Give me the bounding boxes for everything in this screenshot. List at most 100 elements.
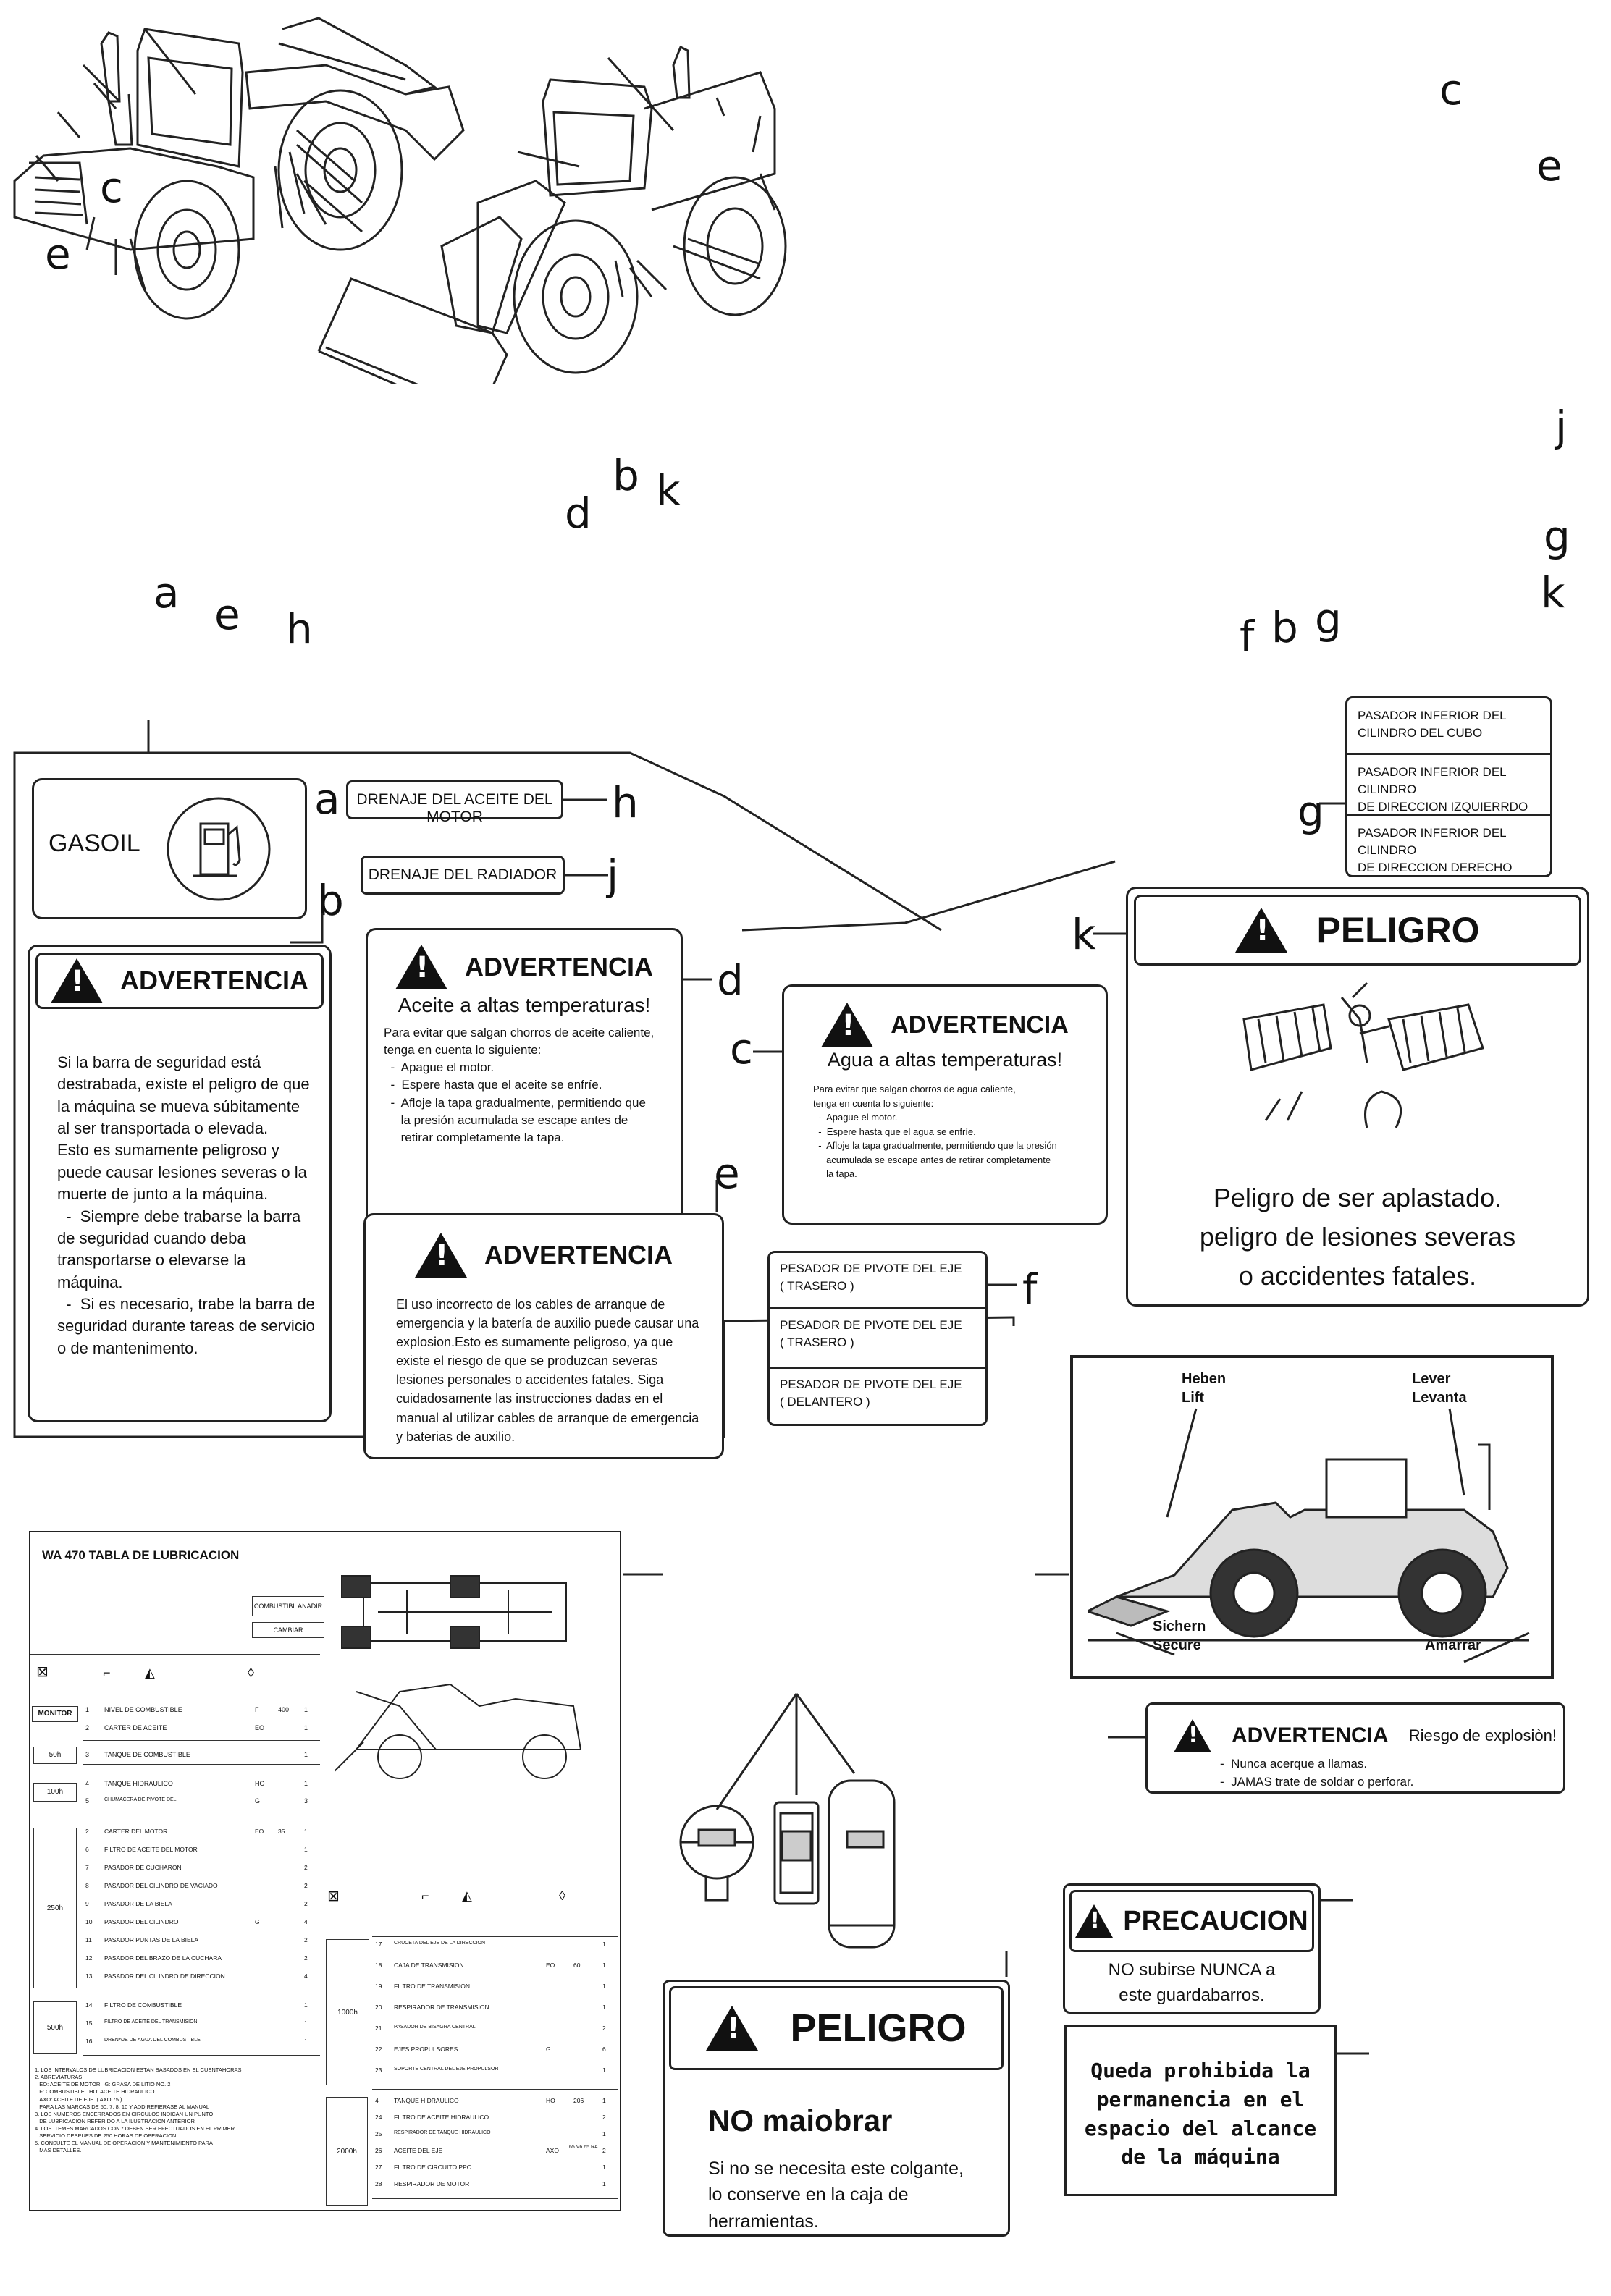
callout-k-left: k (656, 465, 681, 515)
lub-type: G (255, 1918, 260, 1925)
lub-points: 1 (304, 1724, 308, 1731)
decal-explosion-warning: ADVERTENCIA Riesgo de explosiòn! - Nunca… (1145, 1702, 1565, 1794)
lub-grease-gun-icon: ⌐ (421, 1888, 429, 1903)
lub-item: FILTRO DE ACEITE DEL TRANSMISION (104, 2019, 198, 2025)
lub-num: 7 (85, 1864, 89, 1871)
lub-capacity-icon: ◊ (559, 1888, 565, 1903)
label-k: k (1072, 910, 1096, 959)
leader-f (988, 1283, 1017, 1286)
callout-h-left: h (286, 604, 313, 654)
sichern-label: Sichern (1153, 1618, 1206, 1634)
lub-points: 2 (304, 1936, 308, 1943)
callout-b-left: b (613, 451, 639, 500)
label-a: a (314, 775, 340, 824)
decal-axle-pivot-pins: PESADOR DE PIVOTE DEL EJE ( TRASERO ) PE… (767, 1251, 988, 1426)
hot-water-text: Para evitar que salgan chorros de agua c… (813, 1084, 1057, 1179)
lub-points: 1 (304, 1828, 308, 1835)
callout-e-left2: e (214, 590, 240, 639)
warning-triangle-icon (1174, 1719, 1211, 1752)
warning-triangle-icon (821, 1003, 874, 1047)
lub-qty: 206 (573, 2097, 584, 2104)
lub-num: 19 (375, 1983, 382, 1990)
lub-points: 2 (304, 1954, 308, 1962)
lub-num: 12 (85, 1954, 93, 1962)
lub-num: 5 (85, 1797, 90, 1805)
lub-oil-can-icon: ◭ (145, 1666, 155, 1680)
lub-oil-can-icon: ◭ (462, 1888, 472, 1903)
lub-points: 1 (602, 2130, 606, 2137)
decal-gasoil: GASOIL (32, 778, 307, 919)
hot-oil-text: Para evitar que salgan chorros de aceite… (384, 1026, 655, 1144)
label-d: d (717, 955, 744, 1005)
decal-cylinder-pins: PASADOR INFERIOR DEL CILINDRO DEL CUBO P… (1345, 696, 1552, 877)
lub-item: PASADOR DE LA BIELA (104, 1900, 172, 1907)
lub-qty: 35 (278, 1828, 285, 1835)
lub-points: 6 (602, 2046, 606, 2053)
lub-item: TANQUE DE COMBUSTIBLE (104, 1751, 190, 1758)
lub-num: 16 (85, 2038, 93, 2045)
callout-e-left: e (45, 229, 71, 279)
lub-table-left: ⊠ ⌐ ◭ ◊ MONITOR 1 NIVEL DE COMBUSTIBLE F… (30, 1654, 320, 2153)
lub-num: 9 (85, 1900, 89, 1907)
lub-num: 25 (375, 2130, 382, 2137)
crush-danger-text: Peligro de ser aplastado. peligro de les… (1199, 1183, 1516, 1291)
lub-grease-gun-icon: ⌐ (103, 1666, 111, 1680)
axle-pivot-row-1: PESADOR DE PIVOTE DEL EJE ( TRASERO ) (770, 1253, 985, 1309)
lub-num: 23 (375, 2067, 382, 2074)
lub-num: 4 (375, 2097, 379, 2104)
lub-points: 2 (304, 1882, 308, 1889)
lub-num: 24 (375, 2114, 382, 2121)
callout-b-right: b (1271, 603, 1298, 652)
lub-points: 2 (602, 2114, 606, 2121)
danger-triangle-icon (1235, 908, 1288, 953)
lub-table-right: ⊠ ⌐ ◭ ◊ 1000h 17 CRUCETA DEL EJE DE LA D… (320, 1880, 621, 2206)
lever-label: Lever (1412, 1371, 1451, 1387)
label-j: j (607, 851, 619, 900)
engine-oil-drain-label: DRENAJE DEL ACEITE DEL MOTOR (356, 791, 553, 825)
crush-hazard-pictogram (1242, 982, 1484, 1128)
loader-illustration-front (317, 45, 787, 384)
lub-rows-2000h: 4 TANQUE HIDRAULICO HO 206 1 24 FILTRO D… (372, 2094, 618, 2199)
lub-qty: 65 V6 65 RA (569, 2145, 598, 2150)
gasoil-label: GASOIL (49, 830, 140, 857)
jump-start-text: El uso incorrecto de los cables de arran… (396, 1297, 699, 1444)
callout-j-right: j (1555, 402, 1568, 451)
interval-monitor: MONITOR (32, 1706, 78, 1722)
lub-num: 10 (85, 1918, 93, 1925)
interval-250h: 250h (33, 1828, 77, 1988)
decal-reach-prohibited: Queda prohibida la permanencia en el esp… (1064, 2025, 1337, 2196)
decal-fender-caution: PRECAUCION NO subirse NUNCA a este guard… (1063, 1883, 1321, 2014)
callout-g-right2: g (1315, 594, 1342, 643)
axle-pivot-row-3: PESADOR DE PIVOTE DEL EJE ( DELANTERO ) (780, 1377, 962, 1409)
interval-1000h: 1000h (326, 1939, 369, 2085)
filter-elements-illustration (679, 1693, 896, 1949)
lub-num: 13 (85, 1972, 93, 1980)
pendant-danger-text: Si no se necesita este colgante, lo cons… (708, 2158, 964, 2232)
cylinder-pin-row-2: PASADOR INFERIOR DEL CILINDRO DE DIRECCI… (1347, 755, 1550, 816)
lub-points: 1 (602, 1941, 606, 1948)
leader-g (1319, 802, 1345, 805)
lub-points: 1 (304, 1780, 308, 1787)
decal-crush-danger: PELIGRO Peligro de ser aplastado. peligr… (1126, 887, 1589, 1307)
lub-item: CHUMACERA DE PIVOTE DEL (104, 1797, 177, 1802)
label-g: g (1297, 787, 1324, 836)
callout-k-right: k (1541, 568, 1565, 617)
lub-item: RESPIRADOR DE MOTOR (394, 2180, 470, 2187)
lub-item: PASADOR DEL CILINDRO DE VACIADO (104, 1882, 218, 1889)
decal-radiator-drain: DRENAJE DEL RADIADOR (361, 856, 565, 895)
lift-label-group: Heben Lift (1182, 1369, 1226, 1407)
lub-num: 27 (375, 2164, 382, 2171)
cylinder-pin-row-3: PASADOR INFERIOR DEL CILINDRO DE DIRECCI… (1358, 826, 1513, 874)
lub-points: 4 (304, 1972, 308, 1980)
lub-points: 1 (602, 2180, 606, 2187)
lub-rows-monitor: 1 NIVEL DE COMBUSTIBLE F 400 1 2 CARTER … (83, 1702, 320, 1741)
lever-label-group: Lever Levanta (1412, 1369, 1467, 1407)
lubrication-chart: WA 470 TABLA DE LUBRICACION COMBUSTIBL A… (29, 1531, 621, 2211)
lub-num: 1 (85, 1706, 90, 1713)
lub-num: 6 (85, 1846, 89, 1853)
lub-legend-change: CAMBIAR (252, 1622, 324, 1638)
lub-num: 18 (375, 1962, 382, 1969)
lub-points: 2 (304, 1864, 308, 1871)
lub-points: 1 (304, 1751, 308, 1758)
lub-points: 1 (602, 2164, 606, 2171)
